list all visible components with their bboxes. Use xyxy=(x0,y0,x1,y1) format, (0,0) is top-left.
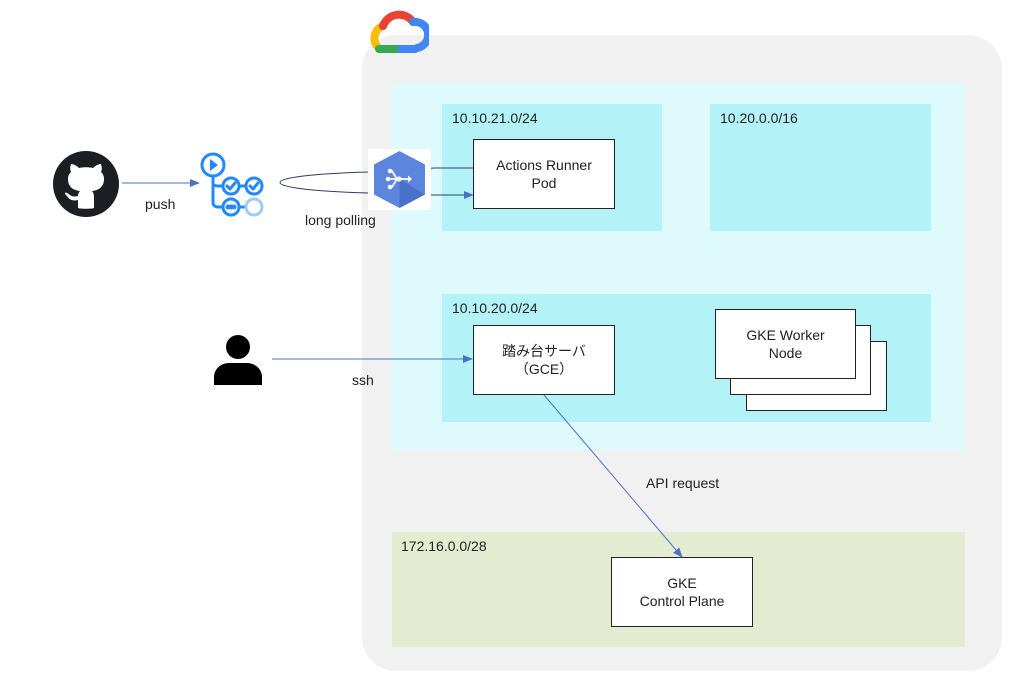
subnet-runner-label: 10.10.21.0/24 xyxy=(452,110,538,126)
bastion-server-line-2: （GCE） xyxy=(514,361,574,377)
gke-control-plane-line-1: GKE xyxy=(667,575,697,591)
bastion-server-node[interactable]: 踏み台サーバ （GCE） xyxy=(473,325,615,395)
google-cloud-icon xyxy=(367,8,433,58)
subnet-pods-label: 10.20.0.0/16 xyxy=(720,110,798,126)
api-request-label: API request xyxy=(646,475,720,491)
long-polling-arrow xyxy=(279,167,474,199)
cloud-pubsub-icon xyxy=(368,149,431,210)
ssh-label: ssh xyxy=(352,372,374,388)
gke-worker-node-line-1: GKE Worker xyxy=(746,327,825,343)
actions-runner-pod-node[interactable]: Actions Runner Pod xyxy=(473,139,615,209)
gke-control-plane-node[interactable]: GKE Control Plane xyxy=(611,557,753,627)
actions-runner-pod-line-1: Actions Runner xyxy=(496,157,592,173)
github-icon xyxy=(52,150,120,218)
bastion-server-line-1: 踏み台サーバ xyxy=(502,343,586,359)
gke-control-plane-line-2: Control Plane xyxy=(639,593,725,609)
push-label: push xyxy=(145,196,176,212)
api-request-arrow xyxy=(543,394,683,558)
subnet-bastion-label: 10.10.20.0/24 xyxy=(452,300,538,316)
github-actions-icon xyxy=(198,151,268,219)
user-icon xyxy=(213,333,263,385)
gke-worker-node-line-2: Node xyxy=(768,345,803,361)
gke-worker-node[interactable]: GKE Worker Node xyxy=(715,309,856,379)
actions-runner-pod-line-2: Pod xyxy=(531,175,557,191)
subnet-control-plane-label: 172.16.0.0/28 xyxy=(401,538,487,554)
long-polling-label: long polling xyxy=(305,212,376,228)
subnet-pods: 10.20.0.0/16 xyxy=(710,104,931,231)
